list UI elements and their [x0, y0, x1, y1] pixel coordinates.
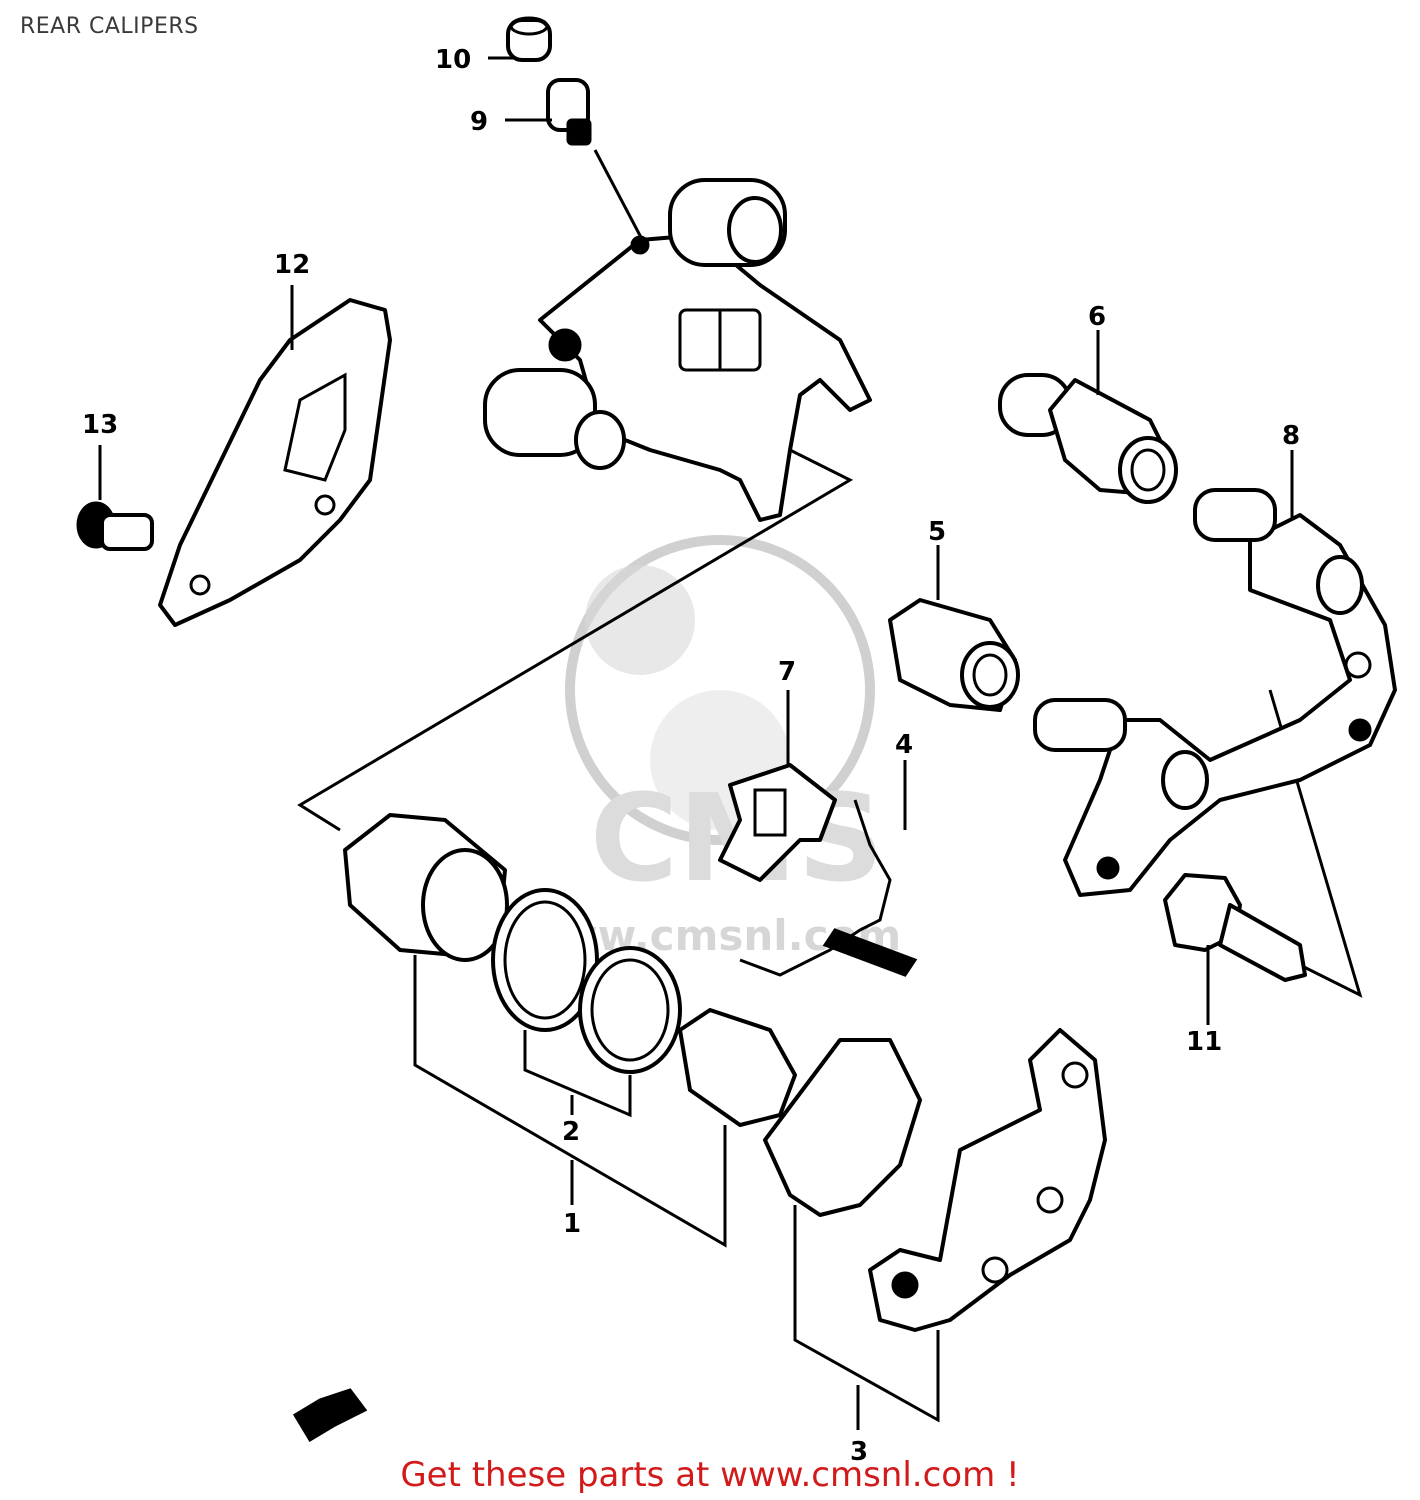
callout-11: 11 [1186, 1027, 1222, 1057]
direction-arrow-icon [292, 1388, 368, 1443]
slide-pin-part-6 [998, 330, 1178, 504]
page-title: REAR CALIPERS [20, 14, 199, 39]
bleeder-cap-part-10 [488, 16, 552, 62]
callout-5: 5 [928, 517, 946, 547]
caliper-holder-part-8 [1033, 450, 1397, 897]
bleeder-valve-part-9 [505, 78, 647, 246]
brake-pads-part-3 [763, 1028, 1107, 1430]
bolt-part-13 [76, 445, 154, 551]
callout-1: 1 [563, 1209, 581, 1239]
callout-10: 10 [435, 45, 471, 75]
bracket-plate-part-12 [158, 285, 392, 627]
callout-13: 13 [82, 410, 118, 440]
callout-8: 8 [1282, 421, 1300, 451]
pad-clip-part-4 [739, 760, 918, 977]
caliper-body [483, 178, 872, 522]
piston-and-seals [343, 813, 797, 1248]
callout-4: 4 [895, 730, 913, 760]
callout-2: 2 [562, 1117, 580, 1147]
bolt-part-11 [1163, 873, 1307, 1025]
callout-9: 9 [470, 107, 488, 137]
callout-6: 6 [1088, 302, 1106, 332]
group-frame-lines [297, 448, 1363, 998]
footer-link-text[interactable]: Get these parts at www.cmsnl.com ! [400, 1455, 1020, 1495]
cms-watermark: CMS www.cmsnl.com [520, 535, 901, 960]
dust-boot-part-5 [888, 545, 1020, 712]
callout-3: 3 [850, 1437, 868, 1467]
callout-12: 12 [274, 250, 310, 280]
callout-7: 7 [778, 657, 796, 687]
pad-spring-part-7 [718, 690, 837, 882]
